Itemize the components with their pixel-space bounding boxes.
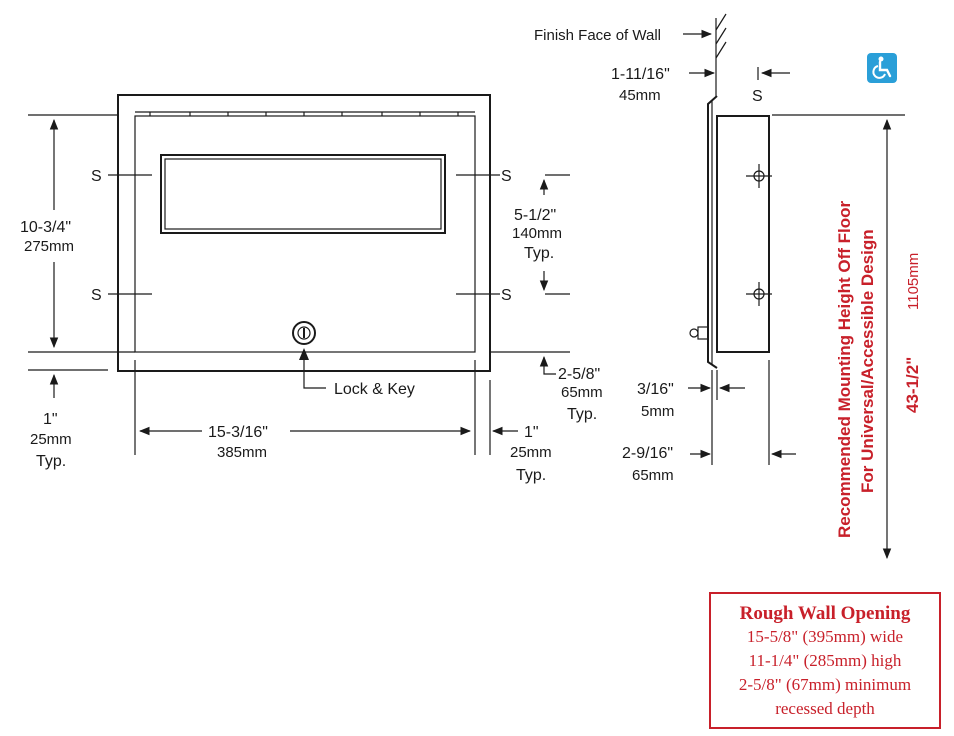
screw-spacing-dimension: 5-1/2" 140mm Typ. (512, 178, 562, 292)
rough-wall-opening-height: 11-1/4" (285mm) high (748, 651, 902, 670)
mounting-height-mm: 1105mm (905, 253, 922, 310)
width-in-label: 15-3/16" (208, 424, 268, 441)
depth-mm-label: 65mm (632, 467, 674, 484)
face-mm-label: 5mm (641, 403, 674, 420)
left-margin-mm-label: 25mm (30, 431, 72, 448)
side-view: Finish Face of Wall 1-11/16" 45mm S 3/16… (534, 13, 796, 484)
bottom-offset-dimension: 2-5/8" 65mm Typ. (490, 351, 603, 423)
screw-spacing-typ-label: Typ. (524, 245, 554, 262)
height-mm-label: 275mm (24, 238, 74, 255)
left-margin-in-label: 1" (43, 411, 58, 428)
s-label-top-right: S (501, 168, 512, 185)
screw-spacing-mm-label: 140mm (512, 225, 562, 242)
bottom-offset-mm-label: 65mm (561, 384, 603, 401)
right-margin-dimension: 1" 25mm Typ. (489, 380, 552, 484)
flange-in-label: 1-11/16" (611, 66, 670, 83)
dispenser-slot-inner (164, 158, 442, 230)
right-margin-in-label: 1" (524, 424, 539, 441)
rough-wall-opening-width: 15-5/8" (395mm) wide (746, 627, 904, 646)
height-in-label: 10-3/4" (20, 219, 71, 236)
width-mm-label: 385mm (217, 444, 267, 461)
rough-wall-opening-depth-note: recessed depth (775, 699, 875, 718)
right-margin-mm-label: 25mm (510, 444, 552, 461)
rough-wall-opening-depth: 2-5/8" (67mm) minimum (738, 675, 912, 694)
s-label-bottom-left: S (91, 287, 102, 304)
right-margin-typ-label: Typ. (516, 467, 546, 484)
mounting-height-in: 43-1/2" (903, 357, 922, 413)
lock-callout-line (303, 358, 326, 389)
screw-hole-icon (746, 164, 772, 306)
rough-wall-opening-title: Rough Wall Opening (739, 603, 911, 624)
side-s-label: S (752, 88, 763, 105)
mounting-height: Recommended Mounting Height Off Floor Fo… (772, 114, 922, 560)
mounting-label-line1: Recommended Mounting Height Off Floor (835, 200, 854, 538)
screw-spacing-in-label: 5-1/2" (514, 207, 556, 224)
wall-hatch (715, 13, 727, 59)
wheelchair-icon (867, 53, 897, 83)
bottom-offset-typ-label: Typ. (567, 406, 597, 423)
height-dimension: 10-3/4" 275mm (20, 114, 135, 353)
finish-face-label: Finish Face of Wall (534, 27, 661, 44)
rough-wall-opening-box: Rough Wall Opening 15-5/8" (395mm) wide … (709, 592, 941, 729)
s-label-top-left: S (91, 168, 102, 185)
mounting-label-line2: For Universal/Accessible Design (858, 229, 877, 493)
screw-marks (108, 174, 570, 295)
key-icon (689, 326, 709, 340)
left-margin-dimension: 1" 25mm Typ. (28, 369, 108, 470)
cabinet-body (716, 115, 770, 353)
hinge-ticks (149, 112, 459, 116)
left-margin-typ-label: Typ. (36, 453, 66, 470)
front-view: Lock & Key S S S S 10-3/4" 275mm 1" (20, 94, 603, 484)
dispenser-slot (160, 154, 446, 234)
face-in-label: 3/16" (637, 381, 674, 398)
depth-in-label: 2-9/16" (622, 445, 673, 462)
bottom-offset-in-label: 2-5/8" (558, 366, 600, 383)
s-label-bottom-right: S (501, 287, 512, 304)
lock-label: Lock & Key (334, 381, 415, 398)
flange-mm-label: 45mm (619, 87, 661, 104)
width-dimension: 15-3/16" 385mm (134, 360, 476, 461)
lock-icon (292, 321, 316, 345)
